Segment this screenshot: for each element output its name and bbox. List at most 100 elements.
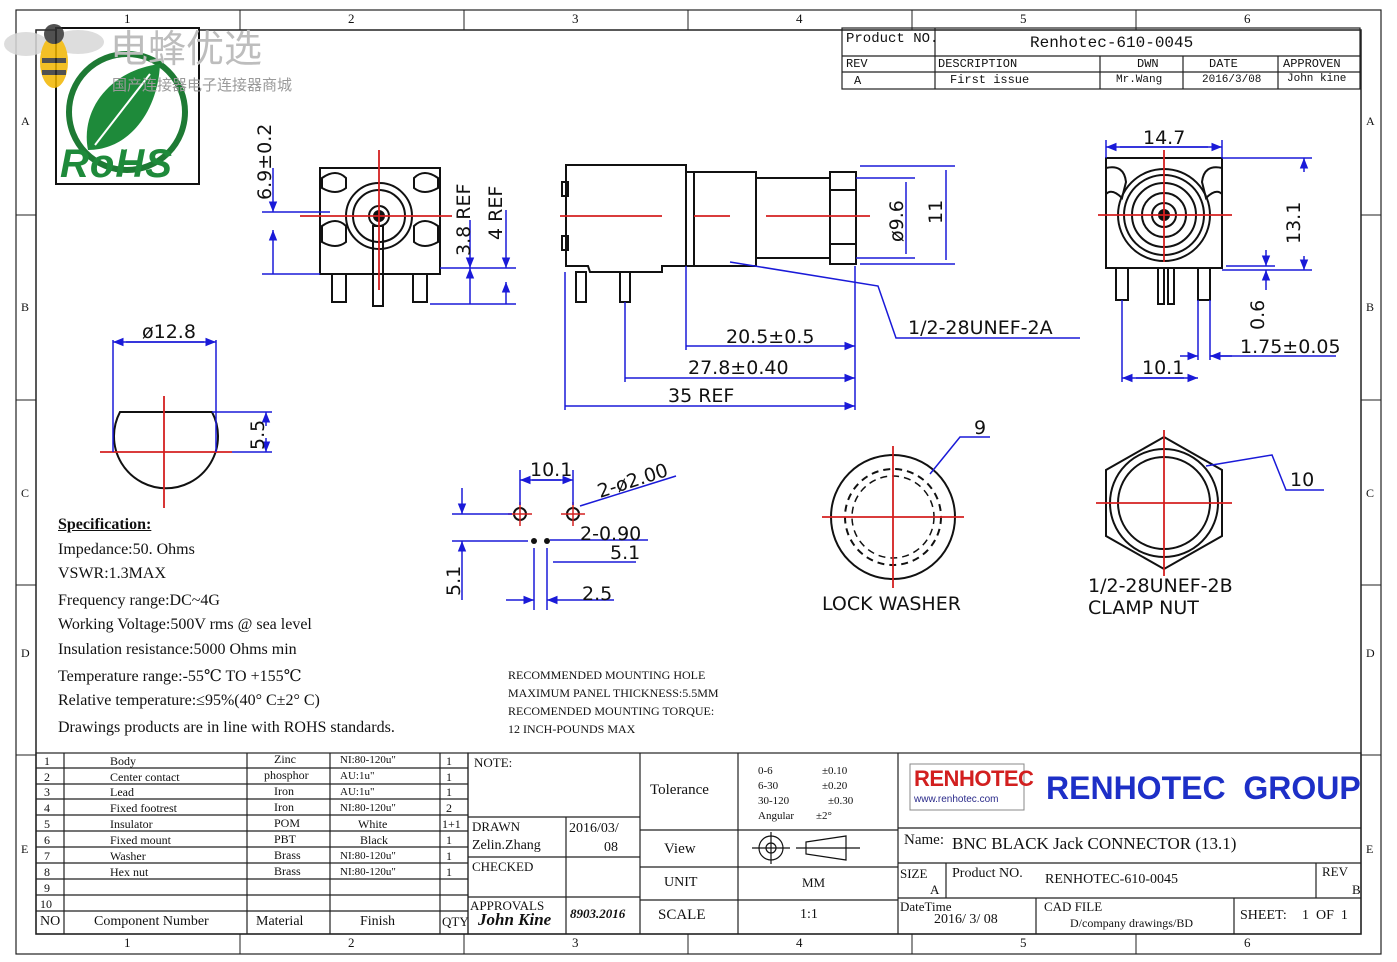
col-label-bottom-3: 3 — [572, 935, 579, 950]
col-label-bottom-5: 5 — [1020, 935, 1027, 950]
bom-component: Lead — [110, 785, 134, 799]
dim-1-75: 1.75±0.05 — [1240, 336, 1341, 358]
row-label-a-right: A — [1366, 114, 1375, 128]
bom-qty: 1+1 — [442, 817, 461, 831]
drawn-label: DRAWN — [472, 819, 521, 834]
tolerance-value: ±2° — [816, 810, 832, 822]
bom-material: phosphor — [264, 768, 309, 782]
col-label-bottom-1: 1 — [124, 935, 131, 950]
bom-no: 5 — [44, 817, 50, 831]
bom-finish: AU:1u" — [340, 770, 375, 782]
end-view-dims — [1105, 140, 1336, 383]
bom-component: Hex nut — [110, 865, 149, 879]
watermark-brand: 电蜂优选 — [110, 29, 263, 71]
company-name: RENHOTEC GROUP — [1046, 770, 1361, 806]
spec-line: Frequency range:DC~4G — [58, 592, 220, 609]
tolerance-value: ±0.20 — [822, 780, 848, 792]
col-label-2: 2 — [348, 11, 355, 26]
row-label-e: E — [21, 842, 29, 856]
top-title-block-grid — [841, 27, 1361, 90]
bom-no: 10 — [40, 897, 52, 911]
dim-10-1-hole: 10.1 — [530, 459, 572, 481]
bom-material: Brass — [274, 848, 301, 862]
dim-5-5: 5.5 — [247, 420, 269, 450]
col-label-4: 4 — [796, 11, 803, 26]
lock-washer-drawing — [822, 436, 990, 588]
sheet-label: SHEET: — [1240, 908, 1287, 923]
col-label-3: 3 — [572, 11, 579, 26]
row-label-d: D — [21, 646, 30, 660]
holes-2-0-90: 2-0.90 — [580, 523, 641, 545]
mounting-note: RECOMENDED MOUNTING TORQUE: — [508, 704, 715, 718]
dim-dia-12-8: ø12.8 — [142, 321, 196, 343]
tolerance-range: Angular — [758, 810, 795, 822]
bom-no: 8 — [44, 865, 50, 879]
sheet-value: 1 OF 1 — [1302, 908, 1348, 923]
panel-cutout — [100, 337, 272, 508]
dim-5-1-vertical: 5.1 — [443, 566, 465, 596]
pcb-hole-pattern — [452, 470, 677, 610]
note-label: NOTE: — [474, 755, 513, 770]
unit-value: MM — [802, 875, 826, 890]
watermark-subtitle: 国产连接器电子连接器商城 — [112, 77, 293, 94]
datetime-value: 2016/ 3/ 08 — [934, 912, 998, 927]
col-label-bottom-6: 6 — [1244, 935, 1251, 950]
projection-symbol-icon — [752, 832, 860, 864]
approvals-signature: John Kine — [478, 910, 552, 929]
dim-11: 11 — [925, 200, 947, 224]
bom-qty: 1 — [446, 865, 452, 879]
bom-material: PBT — [274, 832, 297, 846]
rohs-logo — [55, 27, 200, 185]
size-label: SIZE — [900, 866, 928, 881]
bom-qty: 1 — [446, 849, 452, 863]
renhotec-logo-frame — [909, 763, 1025, 811]
bom-component: Washer — [110, 849, 146, 863]
row-label-b: B — [21, 300, 30, 314]
bom-qty: 1 — [446, 770, 452, 784]
size-value: A — [930, 882, 940, 897]
col-label-6: 6 — [1244, 11, 1251, 26]
product-no-label: Product NO. — [952, 866, 1023, 881]
bom-header-finish: Finish — [360, 914, 396, 929]
bom-no: 7 — [44, 849, 50, 863]
rev-label: REV — [1322, 864, 1348, 879]
renhotec-logo-text: RENHOTEC — [914, 766, 1034, 791]
top-product-no-label: Product NO. — [846, 31, 939, 47]
view-label: View — [664, 841, 696, 857]
bom-finish: Black — [360, 833, 388, 847]
dim-35-ref: 35 REF — [668, 385, 734, 407]
dim-dia-9-6: ø9.6 — [886, 200, 908, 242]
approvals-date: 8903.2016 — [570, 906, 626, 921]
dimension-texts: 6.9±0.2 3.8 REF 4 REF ø9.6 11 20.5±0.5 2… — [142, 124, 1341, 619]
title-block-grid — [467, 752, 1362, 935]
bom-finish: NI:80-120u" — [340, 850, 396, 862]
bom-component: Fixed footrest — [110, 801, 177, 815]
tolerance-range: 30-120 — [758, 795, 790, 807]
tolerance-range: 0-6 — [758, 765, 773, 777]
spec-line: Drawings products are in line with ROHS … — [58, 719, 395, 736]
spec-line: Insulation resistance:5000 Ohms min — [58, 641, 297, 658]
lock-washer-label: LOCK WASHER — [822, 593, 961, 615]
spec-line: Temperature range:-55℃ TO +155℃ — [58, 668, 302, 685]
callout-10: 10 — [1290, 469, 1314, 491]
bom-material: POM — [274, 816, 301, 830]
bom-finish: AU:1u" — [340, 786, 375, 798]
dim-14-7: 14.7 — [1143, 127, 1185, 149]
bom-finish: NI:80-120u" — [340, 802, 396, 814]
top-approven-value: John kine — [1287, 73, 1347, 85]
front-view-dims — [262, 168, 516, 305]
bom-finish: NI:80-120u" — [340, 866, 396, 878]
front-view — [319, 167, 441, 307]
bom-component: Fixed mount — [110, 833, 172, 847]
dim-20-5: 20.5±0.5 — [726, 326, 814, 348]
bom-header-component: Component Number — [94, 914, 209, 929]
top-dwn-value: Mr.Wang — [1116, 74, 1163, 86]
dim-4-ref: 4 REF — [485, 186, 507, 240]
bom-no: 9 — [44, 881, 50, 895]
name-value: BNC BLACK Jack CONNECTOR (13.1) — [952, 834, 1237, 853]
row-label-c-right: C — [1366, 486, 1375, 500]
bom-finish: White — [358, 817, 388, 831]
top-description-value: First issue — [950, 73, 1030, 87]
dim-6-9: 6.9±0.2 — [254, 124, 276, 200]
bom-qty: 2 — [446, 801, 452, 815]
